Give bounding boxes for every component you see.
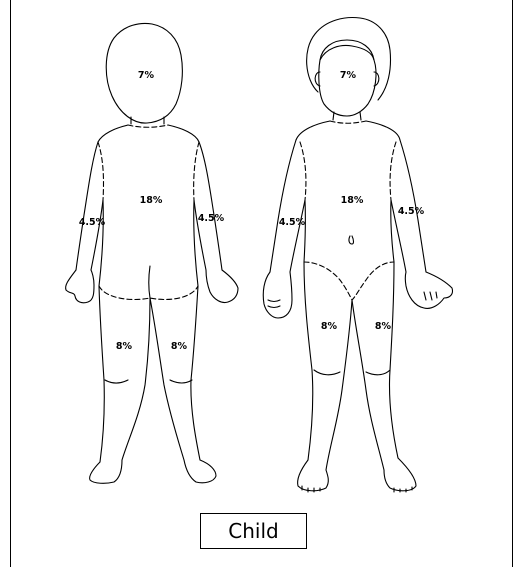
front-left-knee bbox=[314, 370, 340, 375]
front-labels: 7% 18% 4.5% 4.5% 8% 8% bbox=[279, 70, 425, 332]
back-right-arm bbox=[194, 142, 222, 270]
back-left-foot bbox=[90, 460, 122, 483]
front-neck-line bbox=[330, 121, 366, 123]
front-groin-dash bbox=[304, 262, 394, 300]
front-right-fingers bbox=[424, 292, 437, 300]
back-left-arm bbox=[76, 142, 103, 270]
back-trunk-label: 18% bbox=[140, 195, 163, 206]
front-navel bbox=[349, 236, 354, 244]
front-right-knee bbox=[366, 370, 390, 375]
front-left-leg-label: 8% bbox=[321, 321, 338, 332]
front-left-leg bbox=[304, 262, 352, 470]
back-left-leg bbox=[99, 286, 150, 462]
back-right-hand bbox=[206, 270, 238, 303]
front-right-leg bbox=[352, 262, 398, 470]
back-right-knee bbox=[170, 380, 192, 383]
back-right-leg bbox=[150, 286, 200, 460]
front-right-foot bbox=[384, 458, 416, 491]
back-shoulder-dash-right bbox=[194, 142, 199, 200]
back-left-leg-label: 8% bbox=[116, 341, 133, 352]
back-view-figure bbox=[66, 23, 238, 483]
front-shoulder-dash-right bbox=[390, 142, 396, 200]
front-left-fingers bbox=[268, 300, 280, 308]
front-left-arm-label: 4.5% bbox=[279, 217, 306, 228]
front-right-hand bbox=[405, 272, 452, 308]
front-trunk-label: 18% bbox=[341, 195, 364, 206]
back-left-knee bbox=[105, 380, 128, 383]
back-left-arm-label: 4.5% bbox=[79, 217, 106, 228]
front-right-arm-label: 4.5% bbox=[398, 206, 425, 217]
front-hair-bang bbox=[320, 46, 374, 60]
caption-box: Child bbox=[200, 513, 307, 549]
back-head-label: 7% bbox=[138, 70, 155, 81]
back-left-hand bbox=[66, 270, 94, 303]
back-neck-line bbox=[128, 125, 168, 127]
caption-label: Child bbox=[228, 519, 278, 543]
front-torso bbox=[304, 200, 394, 262]
back-right-arm-label: 4.5% bbox=[198, 213, 225, 224]
front-head-label: 7% bbox=[340, 70, 357, 81]
back-right-leg-label: 8% bbox=[171, 341, 188, 352]
back-buttocks-split bbox=[149, 266, 150, 298]
back-shoulder-dash-left bbox=[98, 142, 103, 200]
front-shoulder-dash-left bbox=[300, 142, 306, 200]
back-right-foot bbox=[184, 460, 216, 483]
front-shoulders bbox=[296, 121, 400, 140]
front-left-arm bbox=[270, 140, 305, 272]
front-left-hand bbox=[263, 272, 292, 318]
front-view-figure bbox=[263, 18, 452, 492]
front-right-leg-label: 8% bbox=[375, 321, 392, 332]
